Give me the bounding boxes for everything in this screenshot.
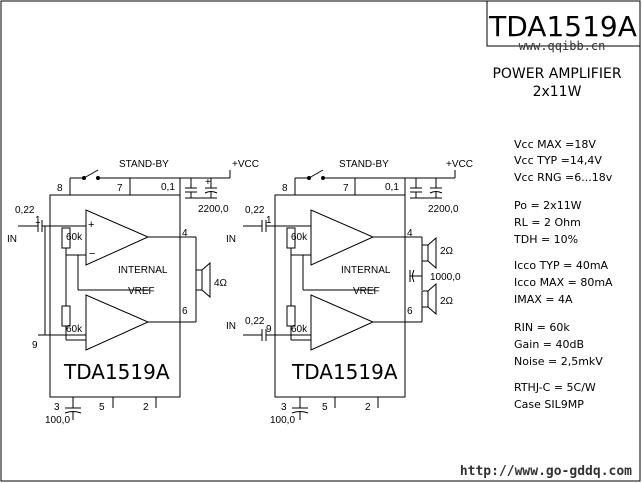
cap-1000-label: 1000,0	[430, 272, 461, 283]
speaker-right-top	[421, 244, 429, 262]
pin-label: 1	[266, 215, 272, 226]
opamp-bottom	[85, 294, 150, 351]
opamp-top	[310, 209, 375, 266]
res-top-label: 60k	[66, 232, 83, 243]
title-box	[486, 0, 641, 47]
spec-line: IMAX = 4A	[514, 293, 573, 306]
res-bot-label: 60k	[291, 324, 308, 335]
res-top-label: 60k	[291, 232, 308, 243]
pin-label: 7	[343, 183, 349, 194]
pin-label: 4	[407, 228, 413, 239]
spec-line: Icco MAX = 80mA	[514, 276, 613, 289]
cap-01-label: 0,1	[385, 182, 399, 193]
part-number: TDA1519A	[488, 10, 637, 43]
circuit-left-labels: STAND-BY +VCC 0,22 0,1 + 2200,0 IN 60k 6…	[7, 159, 259, 426]
spec-line: Gain = 40dB	[514, 338, 584, 351]
cap-in1-label: 0,22	[245, 205, 265, 216]
cap-in-label: 0,22	[15, 205, 35, 216]
title-line2: 2x11W	[533, 84, 582, 100]
speaker-top-label: 2Ω	[440, 246, 454, 257]
pin-label: 9	[266, 324, 272, 335]
spec-line: Po = 2x11W	[514, 199, 582, 212]
cap-2200-label: 2200,0	[428, 204, 459, 215]
spec-line: TDH = 10%	[513, 233, 578, 246]
pin-label: 1	[35, 215, 41, 226]
watermark-top: www.qqibb.cn	[519, 39, 606, 53]
cap-2200-label: 2200,0	[198, 204, 229, 215]
cap-01-label: 0,1	[161, 182, 175, 193]
title-line1: POWER AMPLIFIER	[492, 66, 621, 82]
opamp-minus: −	[89, 248, 95, 260]
pin-label: 9	[32, 340, 38, 351]
chip-label: TDA1519A	[291, 360, 398, 384]
cap-100-label: 100,0	[270, 415, 295, 426]
spec-line: Icco TYP = 40mA	[514, 259, 609, 272]
vcc-label: +VCC	[446, 159, 473, 170]
standby-label: STAND-BY	[119, 159, 169, 170]
spec-list: Vcc MAX =18V Vcc TYP =14,4V Vcc RNG =6..…	[513, 138, 613, 411]
pin-label: 3	[54, 402, 60, 413]
pin-label: 3	[281, 402, 287, 413]
pin-label: 8	[282, 183, 288, 194]
input1-label: IN	[226, 234, 236, 245]
circuit-right-labels: STAND-BY +VCC 0,22 0,22 0,1 2200,0 IN IN…	[226, 159, 473, 426]
standby-label: STAND-BY	[339, 159, 389, 170]
pin-label: 5	[99, 402, 105, 413]
res-bot-label: 60k	[66, 324, 83, 335]
pin-label: 8	[57, 183, 63, 194]
cap-in2-label: 0,22	[245, 316, 265, 327]
pin-label: 6	[182, 306, 188, 317]
speaker-bot-label: 2Ω	[440, 296, 454, 307]
speaker-left	[195, 269, 203, 291]
pin-label: 6	[407, 306, 413, 317]
spec-line: Noise = 2,5mkV	[514, 355, 603, 368]
chip-body	[274, 194, 406, 398]
spec-line: RIN = 60k	[514, 321, 570, 334]
pin-label: 5	[322, 402, 328, 413]
vref-label: VREF	[353, 286, 380, 297]
vref-label: VREF	[128, 286, 155, 297]
input-label: IN	[7, 234, 17, 245]
cap-100-label: 100,0	[45, 415, 70, 426]
spec-line: Vcc TYP =14,4V	[514, 154, 602, 167]
pin-label: 2	[365, 402, 371, 413]
input2-label: IN	[226, 321, 236, 332]
pin-label: 7	[117, 183, 123, 194]
spec-line: RL = 2 Ohm	[514, 216, 581, 229]
footer-watermark: http://www.go-gddq.com	[460, 464, 632, 479]
vcc-label: +VCC	[232, 159, 259, 170]
opamp-plus: +	[88, 219, 94, 231]
spec-line: Vcc RNG =6...18v	[514, 171, 613, 184]
spec-line: Vcc MAX =18V	[514, 138, 596, 151]
chip-label: TDA1519A	[63, 360, 170, 384]
resistor-bottom	[61, 305, 71, 327]
speaker-label: 4Ω	[214, 278, 228, 289]
internal-label: INTERNAL	[341, 265, 391, 276]
chip-body	[49, 194, 181, 398]
circuit-left	[18, 169, 231, 420]
opamp-top	[85, 209, 150, 266]
internal-label: INTERNAL	[118, 265, 168, 276]
pin-label: 2	[143, 402, 149, 413]
spec-line: Case SIL9MP	[514, 398, 584, 411]
speaker-right-bottom	[421, 290, 429, 308]
spec-line: RTHJ-C = 5C/W	[514, 381, 596, 394]
circuit-right	[243, 169, 456, 420]
pin-label: 4	[182, 228, 188, 239]
opamp-bottom	[310, 294, 375, 351]
resistor-bottom	[286, 305, 296, 327]
cap-plus-label: +	[205, 177, 211, 188]
